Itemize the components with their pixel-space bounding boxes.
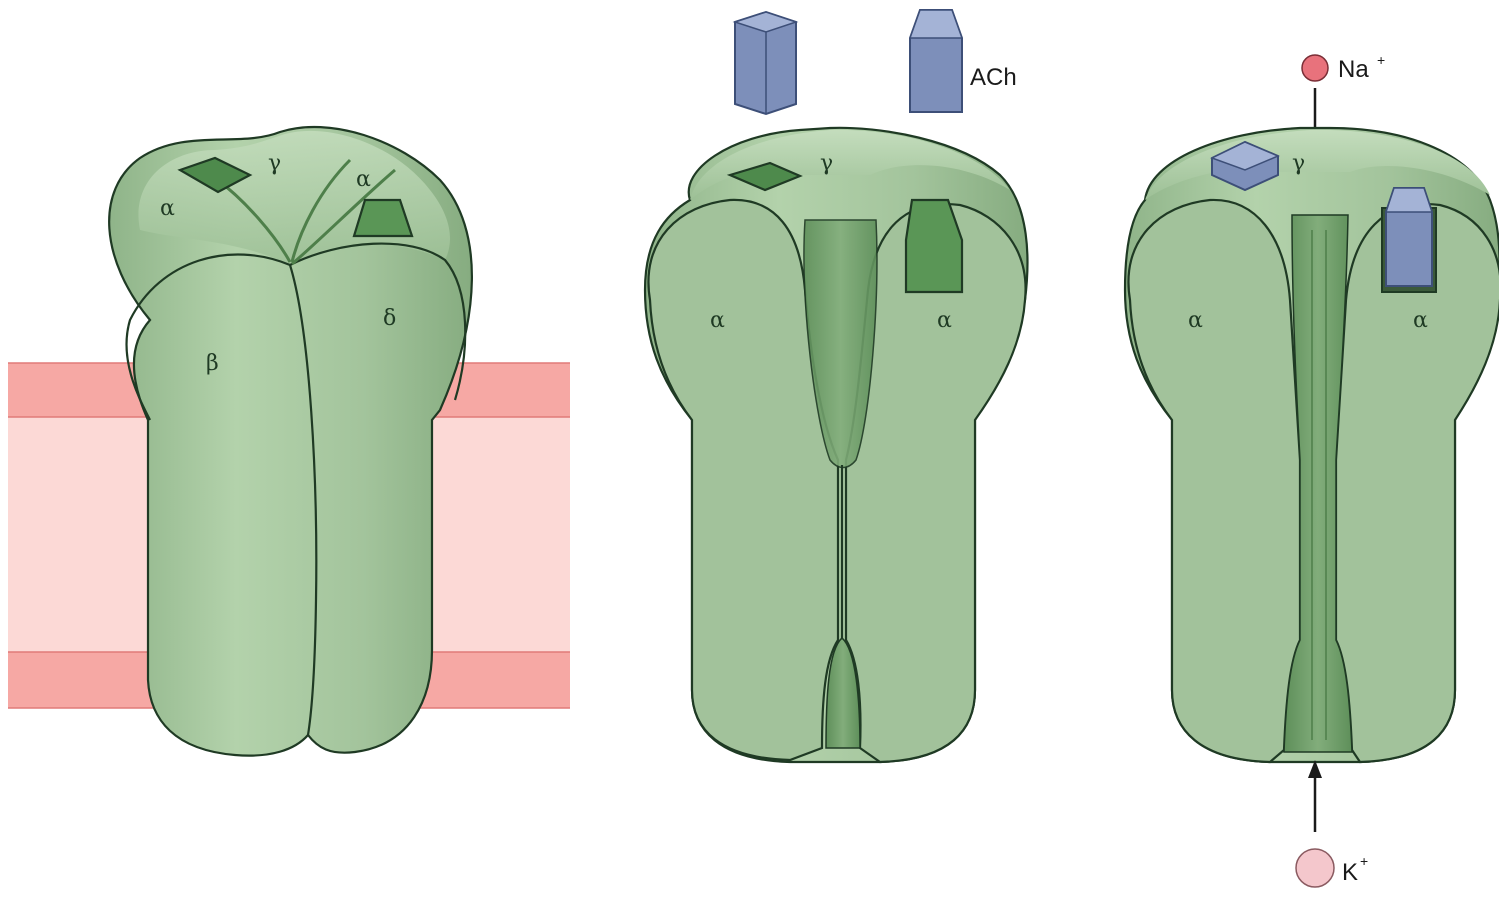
subunit-label-alpha: α: [1188, 308, 1203, 333]
receptor-closed: [109, 127, 472, 756]
ach-binding-pocket: [906, 200, 962, 292]
subunit-label-beta: β: [206, 351, 219, 376]
receptor-cutaway-open: [1125, 128, 1499, 762]
k-ion-icon: [1296, 849, 1334, 887]
ach-label: ACh: [970, 64, 1017, 91]
k-ion-symbol: K: [1342, 859, 1358, 886]
subunit-label-alpha: α: [160, 196, 175, 221]
na-ion-icon: [1302, 55, 1328, 81]
subunit-label-alpha: α: [356, 167, 371, 192]
ach-molecule: [910, 10, 962, 112]
subunit-label-delta: δ: [383, 306, 396, 331]
subunit-label-alpha: α: [937, 308, 952, 333]
subunit-label-gamma: γ: [268, 151, 281, 176]
bound-ach-molecule: [1382, 188, 1436, 292]
na-ion-symbol: Na: [1338, 56, 1369, 83]
panel-closed-receptor: α γ α β δ: [8, 127, 570, 756]
subunit-label-gamma: γ: [1292, 151, 1305, 176]
subunit-label-alpha: α: [1413, 308, 1428, 333]
panel-open-channel: Na + γ: [1125, 52, 1499, 887]
receptor-cutaway-closed: [645, 128, 1027, 762]
k-ion-charge: +: [1360, 853, 1368, 869]
panel-ach-approaching: ACh γ α α: [645, 10, 1027, 762]
subunit-label-gamma: γ: [820, 151, 833, 176]
ach-molecule: [735, 12, 796, 114]
subunit-label-alpha: α: [710, 308, 725, 333]
na-ion-charge: +: [1377, 52, 1385, 68]
